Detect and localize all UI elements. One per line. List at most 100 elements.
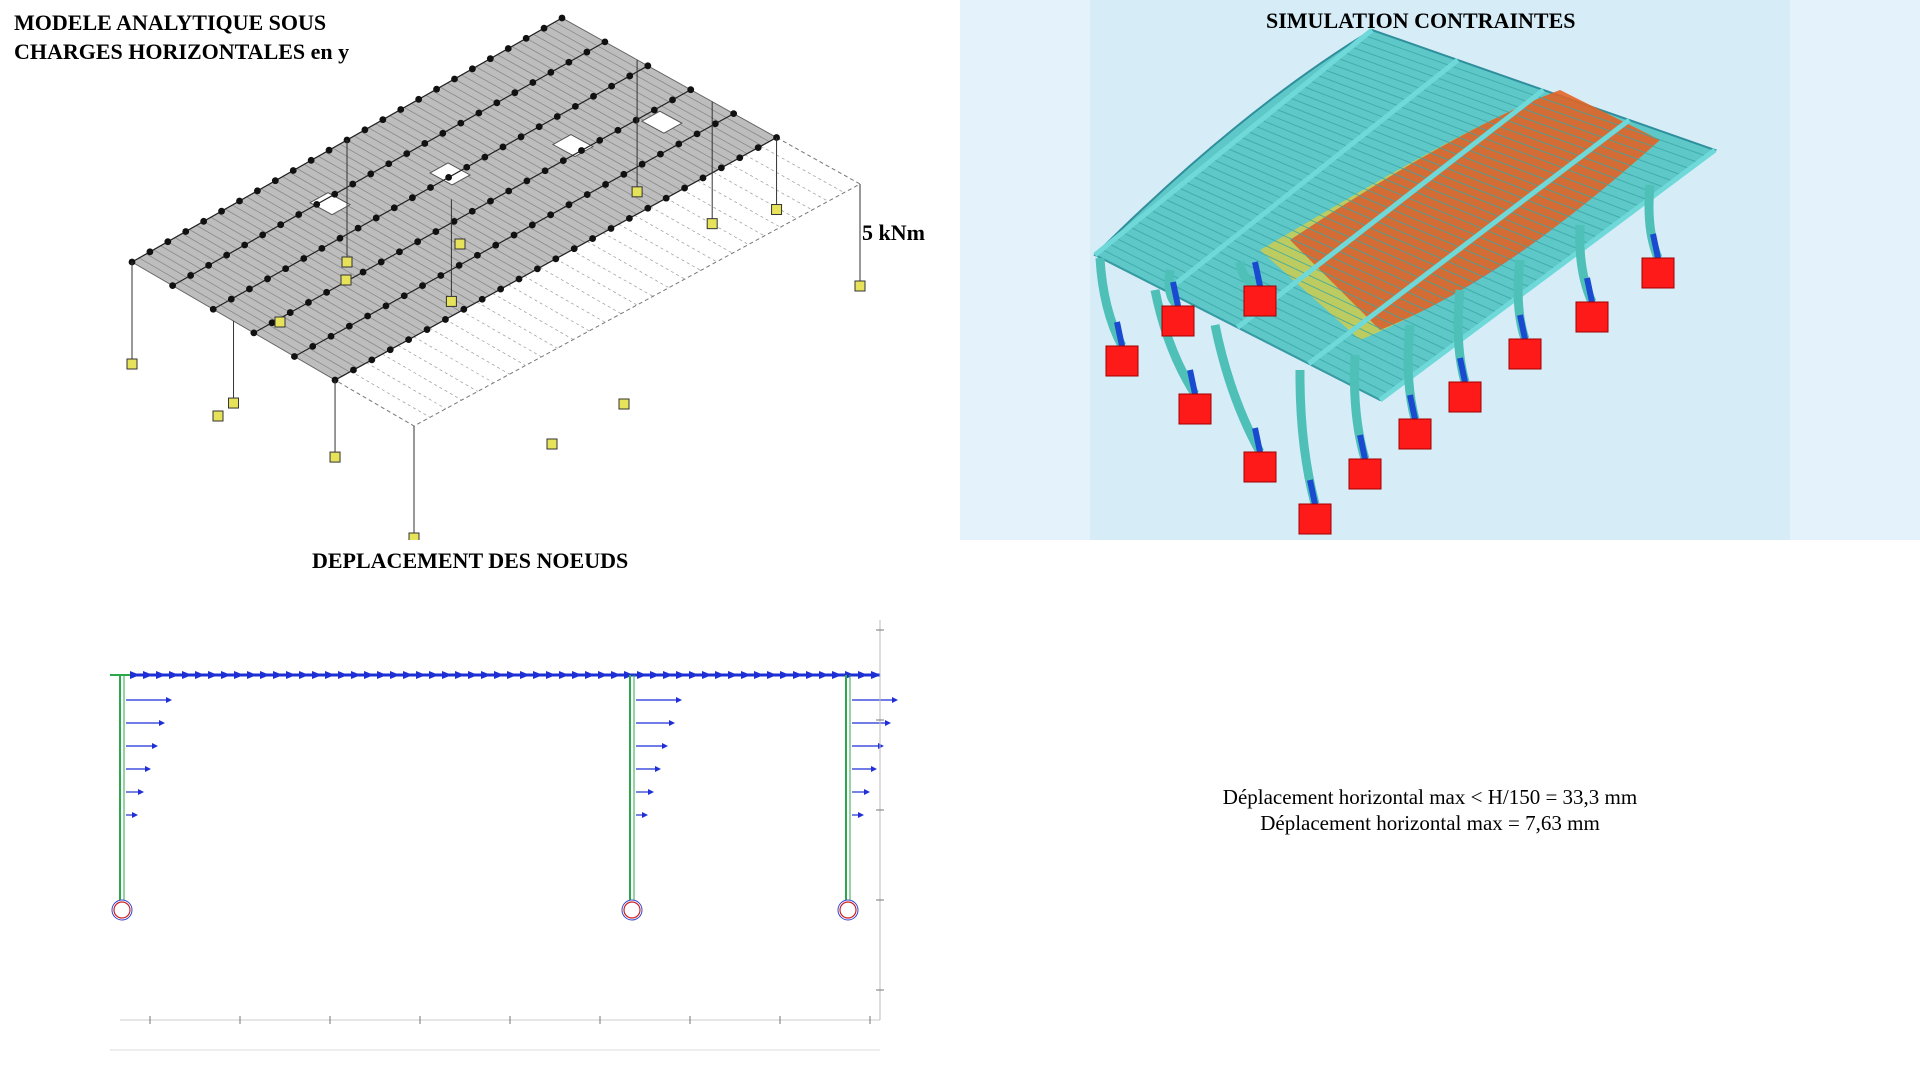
node-icon	[565, 58, 573, 66]
footing-block	[1243, 285, 1277, 317]
node-icon	[182, 228, 190, 235]
node-icon	[534, 265, 541, 273]
displacement-arrow-icon	[138, 789, 144, 795]
slab-joist	[217, 212, 424, 332]
node-icon	[602, 181, 609, 188]
column-base-stress	[1407, 394, 1418, 420]
slab-joist	[447, 82, 660, 203]
slab-joist	[504, 50, 718, 171]
node-icon	[286, 309, 294, 316]
node-icon	[558, 14, 566, 22]
footing-block	[1178, 393, 1212, 425]
node-icon	[614, 126, 622, 134]
footing-block	[1575, 301, 1609, 333]
open-strip-line	[461, 310, 542, 358]
node-icon	[596, 136, 604, 144]
node-icon	[364, 312, 372, 320]
node-icon	[510, 231, 518, 239]
node-icon	[552, 255, 560, 263]
slab-joist	[482, 62, 696, 183]
node-icon	[271, 177, 279, 185]
nodal-displacement-panel	[90, 600, 910, 1070]
node-icon	[421, 140, 429, 147]
node-icon	[439, 129, 447, 137]
support-icon	[771, 204, 783, 216]
open-strip-line	[602, 232, 685, 280]
node-icon	[349, 180, 357, 188]
slab-joist	[318, 155, 527, 276]
node-icon	[445, 173, 453, 181]
stress-zone	[1290, 90, 1660, 330]
open-strip-line	[539, 267, 622, 314]
node-icon	[146, 248, 154, 256]
node-icon	[583, 191, 591, 198]
slab-joist	[497, 54, 711, 175]
support-icon	[341, 256, 353, 268]
node-icon	[264, 275, 271, 283]
node-icon	[419, 282, 426, 290]
slab-joist	[160, 245, 365, 365]
support-icon	[126, 358, 138, 370]
node-icon	[589, 235, 596, 242]
slab-joist	[189, 229, 395, 349]
displacement-arrow-icon	[159, 720, 165, 726]
node-icon	[468, 207, 476, 215]
slab-joist	[224, 208, 431, 328]
node-icon	[442, 316, 449, 323]
footing-block	[1508, 338, 1542, 370]
displacement-arrow-icon	[166, 697, 172, 703]
slab-joist	[196, 225, 402, 345]
slab-joist	[325, 151, 534, 272]
node-icon	[541, 167, 549, 175]
main-frame	[1093, 28, 1374, 257]
node-icon	[282, 265, 290, 273]
open-strip-line	[366, 362, 447, 410]
node-icon	[693, 130, 701, 138]
open-strip-line	[492, 293, 574, 340]
node-icon	[209, 305, 217, 313]
slab-joist	[375, 123, 586, 243]
slab-opening	[429, 162, 472, 186]
node-icon	[504, 45, 512, 52]
slab-joist	[540, 29, 755, 150]
displacement-arrow-icon	[662, 743, 668, 749]
support-icon	[408, 532, 420, 540]
displacement-arrow-icon	[885, 720, 891, 726]
node-icon	[437, 272, 445, 279]
column-element	[1150, 289, 1199, 397]
node-icon	[644, 204, 652, 212]
node-icon	[515, 275, 523, 283]
node-icon	[295, 211, 303, 218]
support-icon	[839, 901, 857, 919]
open-strip-line	[666, 197, 749, 245]
displacement-arrow-icon	[858, 812, 864, 818]
node-icon	[487, 197, 494, 205]
node-icon	[359, 268, 367, 276]
open-strip-line	[350, 371, 431, 418]
slab-joist	[282, 176, 490, 296]
column-base-stress	[1170, 281, 1181, 307]
node-icon	[644, 62, 652, 70]
node-icon	[309, 342, 317, 350]
node-icon	[730, 110, 738, 118]
node-icon	[571, 102, 579, 110]
support-icon	[228, 397, 240, 409]
node-icon	[547, 211, 555, 219]
footing-block	[1448, 381, 1482, 413]
node-icon	[590, 92, 597, 100]
analytical-model-drawing	[126, 14, 866, 540]
column-base-stress	[1307, 479, 1318, 505]
analytical-model-title-line1: MODELE ANALYTIQUE SOUS	[14, 10, 327, 35]
node-icon	[254, 187, 261, 195]
node-icon	[291, 353, 298, 360]
column-base-stress	[1252, 261, 1263, 287]
node-icon	[486, 55, 494, 63]
node-icon	[687, 86, 695, 94]
node-icon	[497, 285, 505, 293]
node-icon	[336, 234, 344, 242]
node-icon	[499, 143, 507, 151]
slab-joist	[418, 98, 630, 219]
node-icon	[474, 251, 481, 259]
column-base-stress	[1650, 233, 1661, 259]
node-icon	[415, 95, 423, 103]
